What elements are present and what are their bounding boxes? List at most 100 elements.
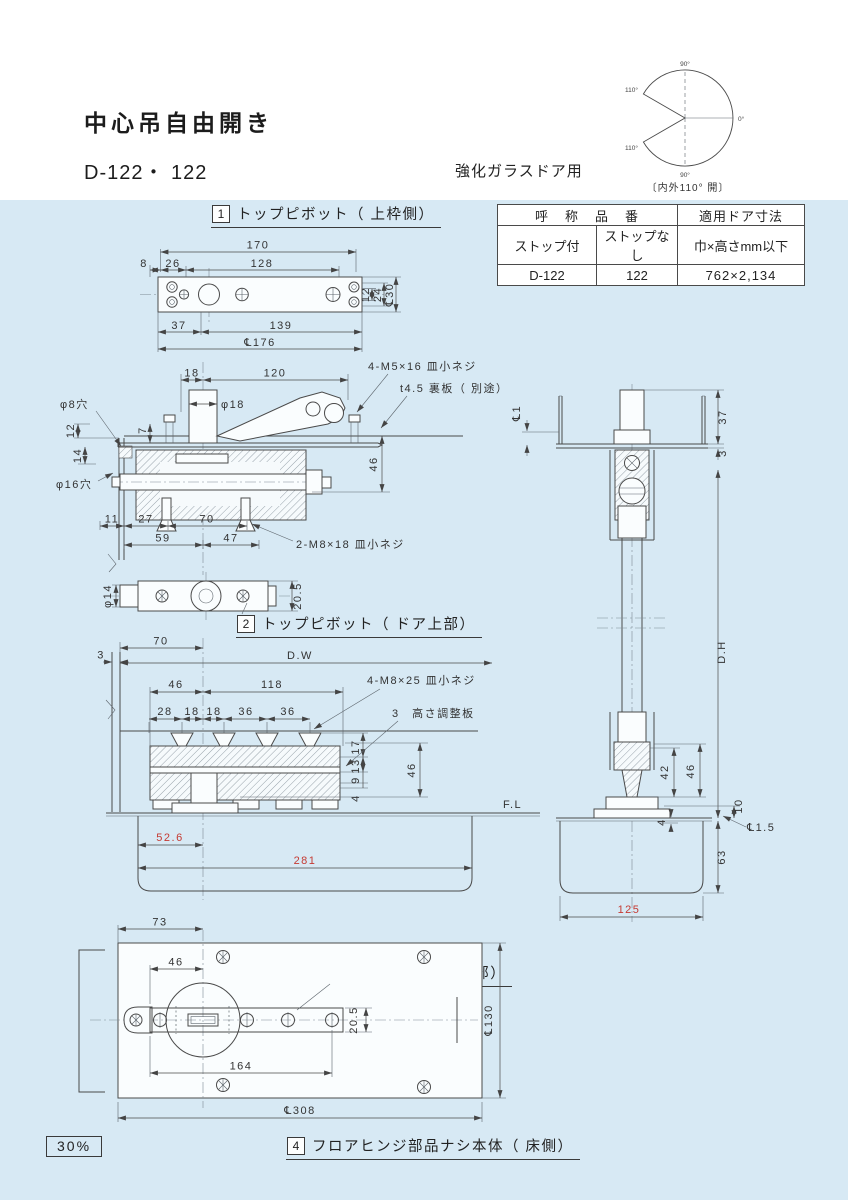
dim-label: 10 [733,798,745,813]
dim-label: 4 [350,794,362,802]
hole-note: φ8穴 [60,397,89,411]
dim-label: 20.5 [292,582,304,609]
opening-angle-diagram: 90° 110° 0° 110° 90° 〔内外110° 開〕 [625,60,745,194]
spec-table: 呼 称 品 番 適用ドア寸法 ストップ付 ストップなし 巾×高さmm以下 D-1… [497,204,805,286]
dim-label: 170 [247,240,270,252]
dim-label: D.H [716,640,728,663]
section-label-1: 1 トップピボット（ 上枠側） [211,203,441,228]
screw-note: 2-M8×18 皿小ネジ [296,538,405,551]
dim-label-red: 52.6 [156,832,183,844]
dim-label: 20.5 [348,1006,360,1033]
dim-label: 3 [97,650,105,662]
dim-label: 70 [199,514,214,526]
dim-label: 120 [264,368,287,380]
backplate-note: t4.5 裏板（ 別途） [400,381,508,395]
dim-label: 12 [360,287,372,302]
section-2-title: トップピボット（ ドア上部） [262,617,476,633]
angle-bottom: 90° [680,171,690,179]
hole-note: φ16穴 [56,477,92,491]
spec-val-stop: D-122 [497,264,597,286]
dim-label: 46 [168,679,183,691]
spec-header-name: 呼 称 品 番 [497,204,678,226]
height-plate-note: 3 高さ調整板 [392,706,475,720]
dim-label: 36 [280,706,295,718]
drawing-top-pivot-door-plan: φ14 20.5 [102,572,304,620]
model-number: D-122・ 122 [84,162,208,184]
screw-note: 4-M5×16 皿小ネジ [368,360,477,373]
dim-label: ℄176 [243,337,275,349]
dim-label-red: 281 [294,855,317,867]
dim-label: 7 [137,426,149,434]
dim-label: 47 [223,533,238,545]
dim-label: 37 [717,409,729,424]
dim-label: 11 [105,514,119,526]
drawing-top-pivot-section: 18 120 φ18 7 φ8穴 12 14 φ16穴 46 [56,360,508,575]
dim-label: D.W [287,650,313,662]
spec-col-dim: 巾×高さmm以下 [677,225,805,265]
dim-label: 73 [152,917,167,929]
scale-indicator: 30% [46,1136,103,1157]
dim-label: 42 [659,764,671,779]
dim-label: 46 [368,456,380,471]
dim-label: 46 [168,957,183,969]
dim-label: 9 [350,776,362,784]
technical-drawings: 170 8 26 128 37 139 ℄176 12 24 ℄30 [56,240,775,1122]
angle-lower-left: 110° [625,144,638,152]
drawing-top-pivot-frame-plan: 170 8 26 128 37 139 ℄176 12 24 ℄30 [140,240,401,352]
dim-label: 3 [717,449,729,457]
spec-val-dim: 762×2,134 [677,264,805,286]
dim-label: 46 [406,762,418,777]
spec-val-nostop: 122 [596,264,678,286]
dim-label: 128 [251,258,274,270]
dim-label: φ14 [102,584,114,608]
dim-label: 26 [165,258,180,270]
dim-label: 139 [270,320,293,332]
page-title: 中心吊自由開き [84,110,273,136]
dim-label: 37 [171,320,186,332]
angle-top: 90° [680,60,690,68]
screw-note: 4-M8×25 皿小ネジ [367,674,476,687]
dim-label: ℄30 [384,283,396,308]
usage-note: 強化ガラスドア用 [455,163,583,180]
dim-label: 4 [656,818,668,826]
dim-label: 118 [261,679,283,691]
dim-label: 14 [72,448,84,463]
dim-label: 63 [716,849,728,864]
dim-label: 17 [350,739,362,754]
drawing-floor-plate-plan: 73 46 164 20.5 ℄130 ℄308 [78,917,506,1122]
dim-label: ℄130 [483,1004,495,1036]
dim-label: 27 [138,514,153,526]
drawing-door-elevation: ℄1 37 3 D.H 42 46 10 ℄1.5 4 63 [511,384,775,922]
spec-col-stop: ストップ付 [497,225,597,265]
dim-label: 164 [230,1061,253,1073]
dim-label: 18 [206,706,221,718]
opening-caption: 〔内外110° 開〕 [647,181,730,194]
dim-label: 46 [685,763,697,778]
dim-label: 18 [184,368,199,380]
angle-right: 0° [738,115,745,123]
dim-label: 28 [157,706,172,718]
section-2-number: 2 [237,614,255,633]
section-1-number: 1 [212,204,230,223]
dim-label: ℄1 [511,405,523,422]
dim-label: 18 [184,706,199,718]
dim-label: 59 [155,533,170,545]
spec-header-size: 適用ドア寸法 [677,204,805,226]
dim-label: 8 [140,258,148,270]
section-1-title: トップピボット（ 上枠側） [237,207,435,223]
plate-thickness-note: ℄1.5 [746,822,775,834]
dim-label: 36 [238,706,253,718]
section-4-title: フロアヒンジ部品ナシ本体（ 床側） [312,1139,574,1155]
cover-screws [216,950,431,1094]
floor-level-label: F.L [503,799,522,811]
dim-label: 24 [372,287,384,302]
dim-label-red: 125 [618,904,641,916]
dim-label: φ18 [221,399,245,411]
dim-label: 70 [153,636,168,648]
angle-upper-left: 110° [625,86,638,94]
dim-label: ℄308 [283,1105,315,1117]
section-4-number: 4 [287,1136,305,1155]
section-label-2: 2 トップピボット（ ドア上部） [236,613,482,638]
drawing-floor-hinge-section: 70 3 D.W 46 118 4-M8×25 皿小ネジ 28 18 18 36… [97,636,540,900]
